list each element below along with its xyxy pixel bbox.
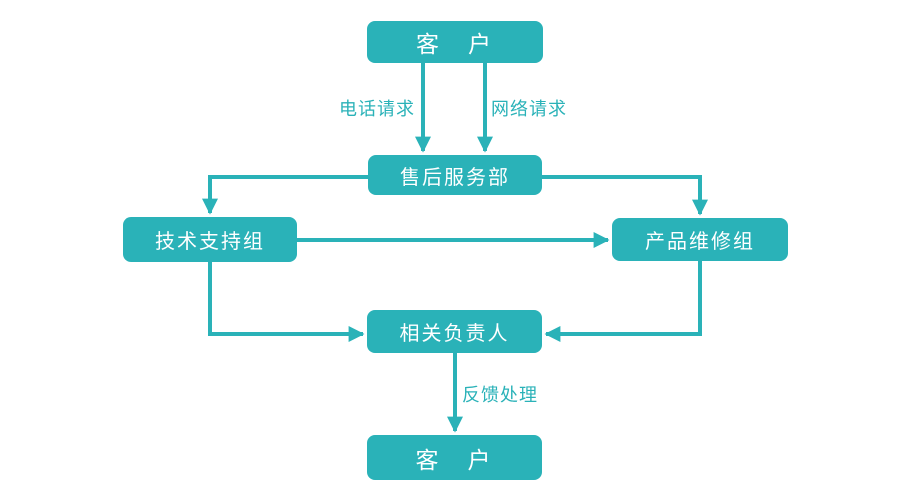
node-customer-top: 客 户	[367, 21, 543, 63]
edge-label-network-request: 网络请求	[491, 99, 567, 119]
edge-aftersales-to-productrepair-arrow	[542, 175, 708, 216]
node-responsible-person: 相关负责人	[367, 310, 542, 353]
edge-techsupport-to-responsible-arrow	[208, 262, 365, 342]
node-after-sales-department: 售后服务部	[368, 155, 542, 195]
edge-label-feedback-processing: 反馈处理	[462, 385, 538, 405]
node-tech-support-group: 技术支持组	[123, 217, 297, 262]
edge-aftersales-to-techsupport-arrow	[202, 175, 368, 215]
edge-productrepair-to-responsible-arrow	[544, 261, 702, 342]
edge-label-phone-request: 电话请求	[339, 99, 415, 119]
node-customer-bottom: 客 户	[367, 435, 542, 480]
node-product-repair-group: 产品维修组	[612, 218, 788, 261]
